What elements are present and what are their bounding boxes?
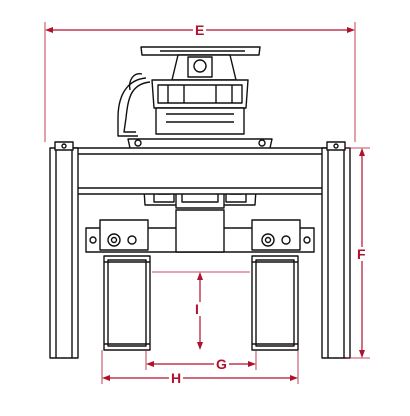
engine-block — [151, 79, 249, 135]
steering-wheel — [140, 46, 261, 81]
dimension-label-i: I — [193, 301, 201, 317]
dimension-label-e: E — [193, 22, 207, 38]
right-drum-roller — [251, 255, 299, 351]
hydraulic-hoses — [117, 73, 151, 137]
dimension-label-g: G — [214, 356, 229, 372]
left-upright-post — [49, 141, 79, 359]
left-drum-roller — [103, 255, 151, 351]
right-upright-post — [321, 141, 351, 359]
dimension-label-h: H — [169, 370, 184, 386]
dimension-label-f: F — [355, 246, 368, 262]
main-frame — [73, 147, 327, 195]
dimension-lines — [44, 22, 370, 384]
roller-cross-beam — [85, 209, 315, 253]
